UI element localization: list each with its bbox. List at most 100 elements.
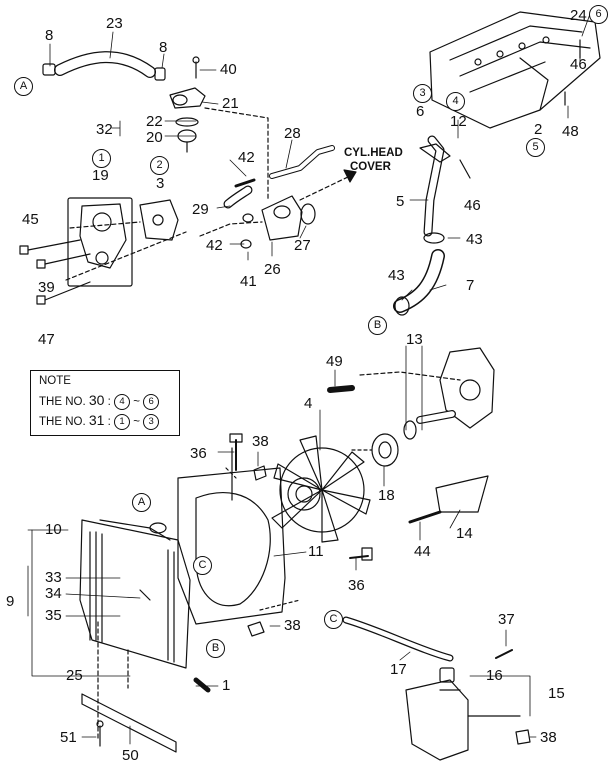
part-label-14: 14 — [456, 525, 473, 542]
part-label-23: 23 — [106, 15, 123, 32]
note-separator: : — [107, 396, 111, 408]
note-line-30: THE NO. 30 : 4 ~ 6 — [39, 392, 160, 410]
part-label-44: 44 — [414, 543, 431, 560]
part-label-26: 26 — [264, 261, 281, 278]
part-label-49: 49 — [326, 353, 343, 370]
part-label-17: 17 — [390, 661, 407, 678]
pump-assembly-right — [327, 347, 495, 524]
note-box: NOTE THE NO. 30 : 4 ~ 6 THE NO. 31 : 1 ~… — [30, 370, 180, 436]
ref-marker-c: C — [193, 556, 212, 575]
ref-marker-4: 4 — [446, 92, 465, 111]
part-label-46: 46 — [570, 56, 587, 73]
part-label-34: 34 — [45, 585, 62, 602]
part-label-27: 27 — [294, 237, 311, 254]
part-label-12: 12 — [450, 113, 467, 130]
ref-marker-b: B — [206, 639, 225, 658]
ref-marker-a: A — [14, 77, 33, 96]
cyl-head-arrow — [299, 169, 357, 201]
part-label-7: 7 — [466, 277, 475, 294]
part-label-29: 29 — [192, 201, 209, 218]
part-label-11: 11 — [308, 543, 324, 560]
part-label-2: 2 — [534, 121, 543, 138]
note-circled-start: 1 — [114, 413, 131, 430]
cyl-head-cover-callout: CYL.HEAD COVER — [344, 146, 403, 174]
part-label-41: 41 — [240, 273, 257, 290]
part-label-19: 19 — [92, 167, 109, 184]
note-number: 30 — [88, 392, 105, 408]
part-label-5: 5 — [396, 193, 405, 210]
part-label-4: 4 — [304, 395, 313, 412]
part-label-51: 51 — [60, 729, 77, 746]
note-tilde: ~ — [133, 396, 140, 408]
note-circled-end: 6 — [143, 393, 160, 410]
part-label-15: 15 — [548, 685, 565, 702]
part-label-28: 28 — [284, 125, 301, 142]
part-label-42: 42 — [206, 237, 223, 254]
fan-shroud-11 — [177, 447, 286, 625]
part-label-1: 1 — [222, 677, 231, 694]
callout-line-1: CYL.HEAD — [344, 147, 403, 159]
water-pump-19 — [67, 197, 179, 287]
ref-marker-1: 1 — [92, 149, 111, 168]
part-label-36: 36 — [190, 445, 207, 462]
part-label-24: 24 — [570, 7, 587, 24]
part-label-50: 50 — [122, 747, 139, 764]
part-label-22: 22 — [146, 113, 163, 130]
note-prefix: THE NO. — [39, 416, 86, 428]
note-circled-start: 4 — [114, 393, 131, 410]
part-label-38: 38 — [284, 617, 301, 634]
callout-line-2: COVER — [350, 161, 391, 173]
note-separator: : — [107, 416, 111, 428]
part-label-40: 40 — [220, 61, 237, 78]
thermostat-parts — [169, 56, 206, 153]
part-label-8: 8 — [159, 39, 168, 56]
part-label-13: 13 — [406, 331, 423, 348]
part-label-37: 37 — [498, 611, 515, 628]
part-label-46: 46 — [464, 197, 481, 214]
part-label-20: 20 — [146, 129, 163, 146]
part-label-25: 25 — [66, 667, 83, 684]
bolts-left — [19, 239, 91, 305]
part-label-32: 32 — [96, 121, 113, 138]
ref-marker-a: A — [132, 493, 151, 512]
lower-bracket-50 — [81, 693, 177, 753]
note-title: NOTE — [39, 375, 71, 387]
ref-marker-c: C — [324, 610, 343, 629]
part-label-8: 8 — [45, 27, 54, 44]
reservoir-15 — [342, 616, 521, 761]
part-label-9: 9 — [6, 593, 15, 610]
coolant-pipe-5 — [419, 135, 471, 244]
ref-marker-6: 6 — [589, 5, 608, 24]
part-label-18: 18 — [378, 487, 395, 504]
ref-marker-2: 2 — [150, 156, 169, 175]
part-label-48: 48 — [562, 123, 579, 140]
note-tilde: ~ — [133, 416, 140, 428]
ref-marker-3: 3 — [413, 84, 432, 103]
note-number: 31 — [88, 412, 105, 428]
leader-lines — [27, 13, 591, 745]
part-label-47: 47 — [38, 331, 55, 348]
part-label-38: 38 — [252, 433, 269, 450]
part-label-21: 21 — [222, 95, 239, 112]
misc-bolts — [225, 433, 531, 745]
part-label-16: 16 — [486, 667, 503, 684]
note-line-31: THE NO. 31 : 1 ~ 3 — [39, 412, 160, 430]
note-prefix: THE NO. — [39, 396, 86, 408]
part-label-35: 35 — [45, 607, 62, 624]
part-label-45: 45 — [22, 211, 39, 228]
cooling-fan-4 — [271, 435, 371, 543]
dashed-leaders — [65, 107, 269, 281]
part-label-42: 42 — [238, 149, 255, 166]
ref-marker-b: B — [368, 316, 387, 335]
ref-marker-5: 5 — [526, 138, 545, 157]
part-label-39: 39 — [38, 279, 55, 296]
part-label-6: 6 — [416, 103, 425, 120]
upper-hose-23 — [42, 51, 166, 81]
part-label-3: 3 — [156, 175, 165, 192]
engine-head — [429, 11, 601, 129]
part-label-43: 43 — [466, 231, 483, 248]
part-label-10: 10 — [45, 521, 62, 538]
part-label-33: 33 — [45, 569, 62, 586]
part-label-36: 36 — [348, 577, 365, 594]
